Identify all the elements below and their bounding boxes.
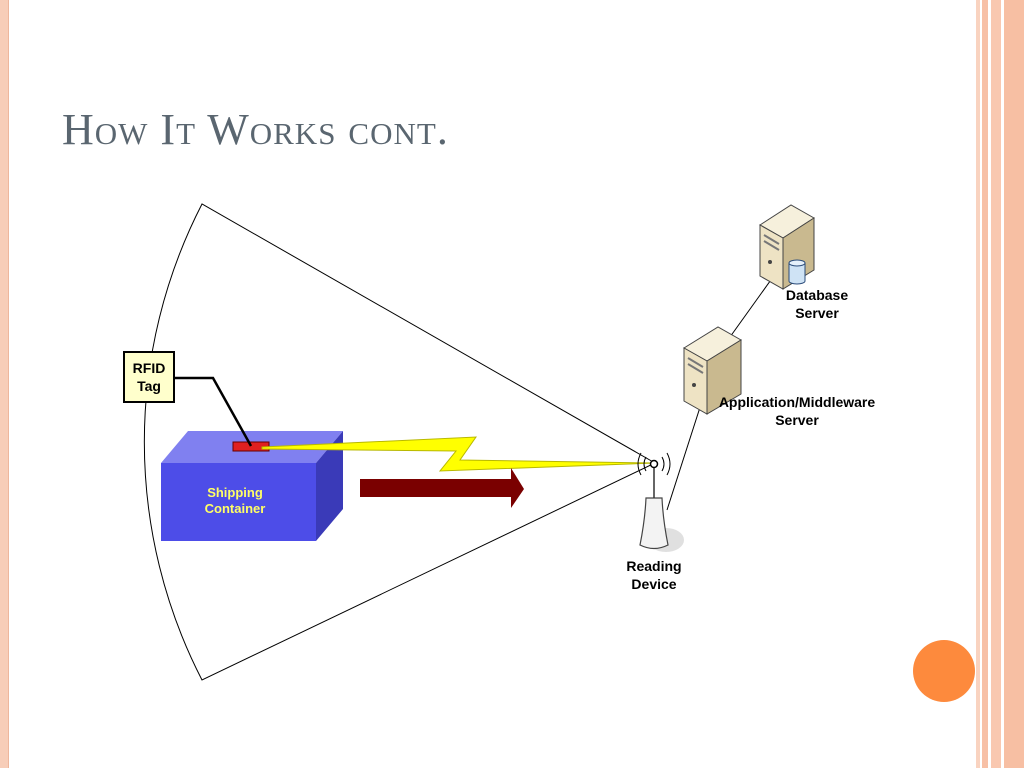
- db-server-label-line2: Server: [795, 305, 839, 321]
- db-server-label-line1: Database: [785, 287, 849, 303]
- db-server-label: Database Server: [767, 286, 867, 322]
- antenna-icon: [637, 452, 684, 552]
- link-reader-app: [666, 397, 704, 511]
- server-icon: [759, 204, 815, 290]
- signal-bolt: [261, 436, 656, 472]
- shipping-container-label: Shipping Container: [175, 485, 295, 517]
- accent-circle: [913, 640, 975, 702]
- rfid-tag-label: RFID Tag: [123, 351, 175, 403]
- container-label-line1: Shipping: [207, 485, 263, 500]
- slide-border-left: [0, 0, 8, 768]
- rfid-tag-label-line1: RFID: [132, 360, 166, 376]
- read-field-sector: [143, 203, 657, 681]
- page-title: How It Works cont.: [62, 105, 449, 154]
- app-server-label-line1: Application/Middleware: [718, 394, 876, 410]
- database-icon: [788, 259, 806, 285]
- rfid-tag-label-line2: Tag: [137, 378, 161, 394]
- reading-device-label: Reading Device: [604, 557, 704, 593]
- reader-label-line2: Device: [631, 576, 677, 592]
- arrow-icon: [360, 468, 524, 508]
- app-server-label-line2: Server: [775, 412, 819, 428]
- server-icon: [683, 326, 742, 415]
- app-server-label: Application/Middleware Server: [707, 393, 887, 429]
- slide-border-right: [976, 0, 1024, 768]
- tag-callout-line: [175, 376, 253, 447]
- container-label-line2: Container: [204, 501, 266, 516]
- reader-label-line1: Reading: [626, 558, 682, 574]
- slide-border-line: [8, 0, 9, 768]
